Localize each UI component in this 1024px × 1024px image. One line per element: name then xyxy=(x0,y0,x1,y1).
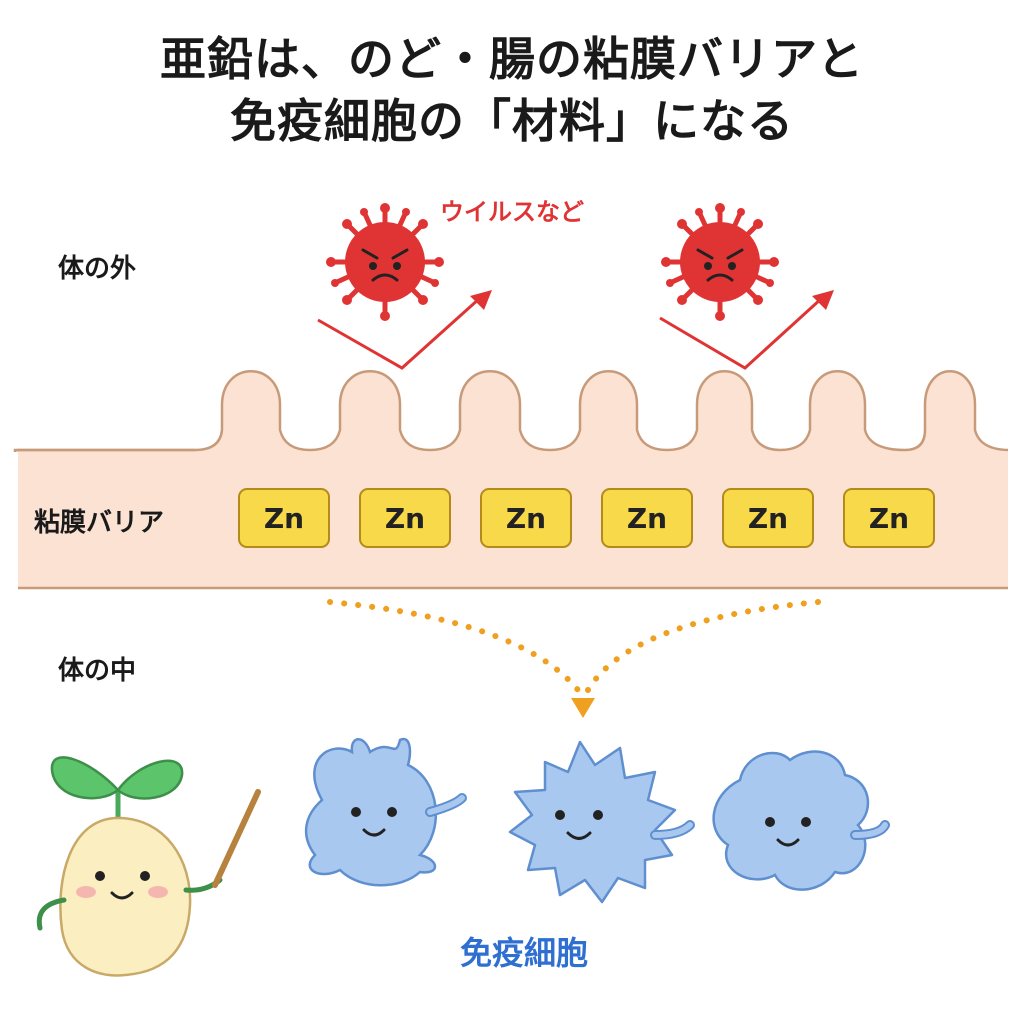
zinc-row: Zn Zn Zn Zn Zn Zn xyxy=(238,488,935,548)
zinc-box: Zn xyxy=(843,488,935,548)
title-line-2: 免疫細胞の「材料」になる xyxy=(230,94,794,148)
supply-arrow-left xyxy=(327,599,581,693)
zinc-box: Zn xyxy=(601,488,693,548)
virus-icon xyxy=(326,203,444,321)
title-line-1: 亜鉛は、のど・腸の粘膜バリアと xyxy=(159,32,865,86)
deflect-arrow-icon xyxy=(470,290,492,310)
virus-label: ウイルスなど xyxy=(440,198,584,226)
zinc-box: Zn xyxy=(238,488,330,548)
supply-arrow-head xyxy=(571,698,595,718)
deflect-arrow-icon xyxy=(812,290,834,310)
supply-arrow-right xyxy=(585,599,821,693)
zinc-box: Zn xyxy=(722,488,814,548)
deflect-arrow-icon xyxy=(317,296,482,370)
immune-cell-icon xyxy=(304,737,467,887)
immune-cells-label: 免疫細胞 xyxy=(460,934,589,972)
page-title: 亜鉛は、のど・腸の粘膜バリアと 免疫細胞の「材料」になる xyxy=(0,28,1024,152)
outside-label: 体の外 xyxy=(58,254,137,284)
mucosal-barrier xyxy=(13,370,1012,590)
barrier-label: 粘膜バリア xyxy=(34,508,165,538)
immune-cell-icon xyxy=(712,750,890,891)
sprout-mascot-icon xyxy=(36,756,223,977)
pointer-stick-icon xyxy=(212,789,261,888)
deflect-arrow-icon xyxy=(659,296,824,370)
zinc-box: Zn xyxy=(359,488,451,548)
inside-label: 体の中 xyxy=(58,656,137,686)
zinc-box: Zn xyxy=(480,488,572,548)
virus-icon xyxy=(661,203,779,321)
immune-cell-icon xyxy=(508,740,695,904)
